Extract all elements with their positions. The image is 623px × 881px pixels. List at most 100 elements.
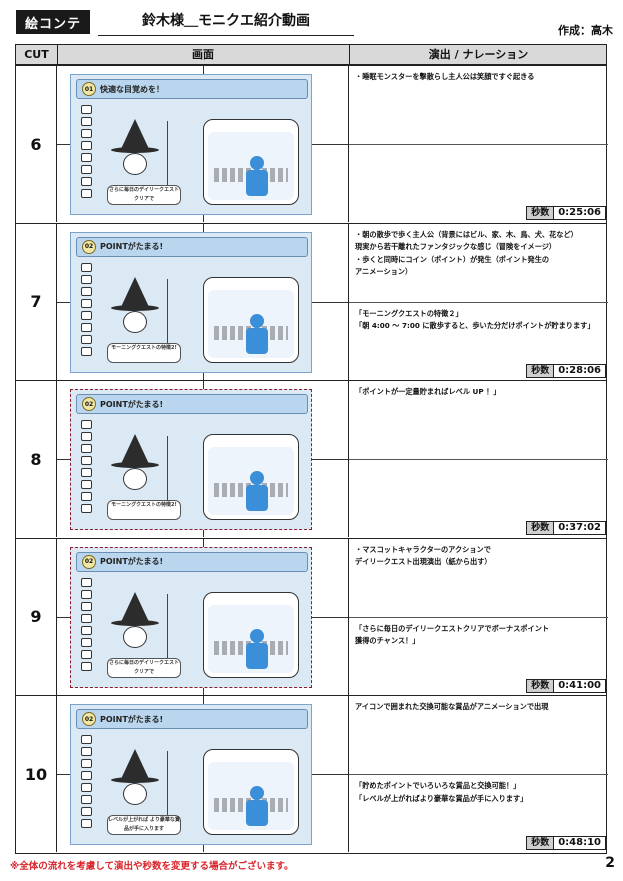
frame-title: POINTがたまる! xyxy=(100,714,164,724)
cut-number: 8 xyxy=(16,381,57,538)
narration-line: 「レベルが上がればより豪華な賞品が手に入ります」 xyxy=(355,793,528,803)
narration-text: 「さらに毎日のデイリークエストクリアでボーナスポイント獲得のチャンス！」 xyxy=(349,618,608,696)
duration-label: 秒数 xyxy=(526,521,555,536)
duration-value: 0:41:00 xyxy=(554,678,606,693)
frame-number-badge: 01 xyxy=(82,82,96,96)
frame-title: POINTがたまる! xyxy=(100,399,164,409)
direction-text: ・睡眠モンスターを撃散らし主人公は笑顔ですぐ起きる xyxy=(349,66,608,145)
direction-text: ・マスコットキャラクターのアクションでデイリークエスト出現演出（紙から出す） xyxy=(349,539,608,618)
person-body-icon xyxy=(246,642,268,669)
table-header: CUT 画面 演出 / ナレーション xyxy=(16,45,606,65)
mascot-hat-icon xyxy=(121,434,149,465)
frame-caption: レベルが上がれば より豪華な賞品が手に入ります xyxy=(107,815,181,836)
mascot-hat-icon xyxy=(121,591,149,622)
cut-number: 10 xyxy=(16,696,57,853)
direction-line: アイコンで囲まれた交換可能な賞品がアニメーションで出現 xyxy=(355,702,549,712)
frame-title-bar: 02 POINTがたまる! xyxy=(76,236,308,257)
direction-line: 「ポイントが一定量貯まればレベル UP ！」 xyxy=(355,387,501,397)
person-body-icon xyxy=(246,800,268,827)
mascot-cane-icon xyxy=(167,121,168,187)
storyboard-frame: 02 POINTがたまる! モーニングクエストの特徴2! xyxy=(70,231,312,373)
duration-box: 秒数 0:41:00 xyxy=(526,678,606,693)
person-body-icon xyxy=(246,327,268,354)
mascot-cane-icon xyxy=(167,593,168,660)
header-screen: 画面 xyxy=(192,48,214,61)
duration-box: 秒数 0:37:02 xyxy=(526,521,606,536)
menu-icon-column xyxy=(81,735,95,831)
direction-text: アイコンで囲まれた交換可能な賞品がアニメーションで出現 xyxy=(349,696,608,776)
narration-text: 「モーニングクエストの特徴２」「朝 4:00 ～ 7:00 に散歩すると、歩いた… xyxy=(349,303,608,381)
mascot-cane-icon xyxy=(167,278,168,345)
table-row: 8 02 POINTがたまる! モーニングクエストの特徴2! xyxy=(16,380,608,538)
storyboard-frame: 02 POINTがたまる! さらに毎日のデイリークエストクリアで xyxy=(70,546,312,688)
header-cut: CUT xyxy=(24,48,49,61)
direction-text: ・朝の散歩で歩く主人公（背景にはビル、家、木、鳥、犬、花など） 現実から若干離れた… xyxy=(349,224,608,303)
table-row: 9 02 POINTがたまる! さらに毎日のデイリークエストクリアで xyxy=(16,537,608,695)
duration-label: 秒数 xyxy=(526,363,555,378)
frame-number-badge: 02 xyxy=(82,397,96,412)
storyboard-frame: 02 POINTがたまる! レベルが上がれば より豪華な賞品が手に入ります xyxy=(70,704,312,846)
mascot-face-icon xyxy=(123,783,147,806)
direction-line: ・睡眠モンスターを撃散らし主人公は笑顔ですぐ起きる xyxy=(355,72,535,81)
duration-box: 秒数 0:25:06 xyxy=(526,206,606,220)
table-row: 6 01 快適な目覚めを！ さらに毎日のデイリークエストクリアで xyxy=(16,65,608,222)
screen-cell: 02 POINTがたまる! レベルが上がれば より豪華な賞品が手に入ります xyxy=(57,696,349,853)
person-body-icon xyxy=(246,485,268,512)
duration-box: 秒数 0:28:06 xyxy=(526,363,606,378)
mascot-face-icon xyxy=(123,625,147,648)
direction-line: 現実から若干離れたファンタジックな感じ（冒険をイメージ） xyxy=(355,242,557,252)
duration-label: 秒数 xyxy=(526,836,555,851)
phone-screen xyxy=(203,591,299,678)
direction-line: ・マスコットキャラクターのアクションで xyxy=(355,544,491,554)
storyboard-badge: 絵コンテ xyxy=(16,10,90,34)
direction-cell: ・マスコットキャラクターのアクションでデイリークエスト出現演出（紙から出す） 「… xyxy=(349,539,608,695)
storyboard-frame: 02 POINTがたまる! モーニングクエストの特徴2! xyxy=(70,389,312,531)
narration-text: 「貯めたポイントでいろいろな賞品と交換可能！」「レベルが上がればより豪華な賞品が… xyxy=(349,775,608,853)
cut-number: 9 xyxy=(16,538,57,695)
cut-number: 7 xyxy=(16,223,57,380)
person-head-icon xyxy=(250,628,264,643)
duration-box: 秒数 0:48:10 xyxy=(526,836,606,851)
menu-icon-column xyxy=(81,105,95,201)
narration-line: 「貯めたポイントでいろいろな賞品と交換可能！」 xyxy=(355,781,521,791)
frame-number-badge: 02 xyxy=(82,554,96,569)
phone-screen xyxy=(203,434,299,521)
direction-cell: ・朝の散歩で歩く主人公（背景にはビル、家、木、鳥、犬、花など） 現実から若干離れた… xyxy=(349,224,608,380)
duration-label: 秒数 xyxy=(526,678,555,693)
direction-line: ・歩くと同時にコイン（ポイント）が発生（ポイント発生の xyxy=(355,254,550,264)
narration-line: 「朝 4:00 ～ 7:00 に散歩すると、歩いた分だけポイントが貯まります」 xyxy=(355,321,595,331)
storyboard-table: CUT 画面 演出 / ナレーション 6 01 快適な目覚めを！ さらに毎日のデ… xyxy=(15,44,608,854)
mascot-face-icon xyxy=(123,153,147,175)
duration-value: 0:37:02 xyxy=(554,521,606,536)
screen-cell: 02 POINTがたまる! モーニングクエストの特徴2! xyxy=(57,381,349,538)
direction-cell: ・睡眠モンスターを撃散らし主人公は笑顔ですぐ起きる 秒数 0:25:06 xyxy=(349,66,608,222)
duration-label: 秒数 xyxy=(526,206,555,220)
frame-title: POINTがたまる! xyxy=(100,242,164,252)
duration-value: 0:28:06 xyxy=(554,363,606,378)
screen-cell: 02 POINTがたまる! モーニングクエストの特徴2! xyxy=(57,223,349,380)
direction-line: アニメーション） xyxy=(355,267,413,277)
frame-number-badge: 02 xyxy=(82,712,96,727)
direction-text: 「ポイントが一定量貯まればレベル UP ！」 xyxy=(349,381,608,461)
direction-line: デイリークエスト出現演出（紙から出す） xyxy=(355,557,492,567)
mascot-hat-icon xyxy=(121,119,149,149)
table-row: 10 02 POINTがたまる! レベルが上がれば より豪華な賞品が手に入ります xyxy=(16,695,608,853)
cut-number: 6 xyxy=(16,66,57,222)
frame-title: POINTがたまる! xyxy=(100,557,164,567)
frame-title-bar: 02 POINTがたまる! xyxy=(76,551,308,572)
frame-title: 快適な目覚めを！ xyxy=(100,84,164,94)
mascot-hat-icon xyxy=(121,276,149,307)
duration-value: 0:25:06 xyxy=(554,206,606,220)
narration-line: 「モーニングクエストの特徴２」 xyxy=(355,308,463,318)
phone-screen xyxy=(203,276,299,363)
mascot-cane-icon xyxy=(167,751,168,818)
direction-line: ・朝の散歩で歩く主人公（背景にはビル、家、木、鳥、犬、花など） xyxy=(355,229,578,239)
frame-title-bar: 02 POINTがたまる! xyxy=(76,709,308,730)
duration-value: 0:48:10 xyxy=(554,836,606,851)
person-head-icon xyxy=(250,156,264,170)
frame-caption: さらに毎日のデイリークエストクリアで xyxy=(107,185,181,205)
phone-screen xyxy=(203,749,299,836)
person-head-icon xyxy=(250,313,264,328)
menu-icon-column xyxy=(81,420,95,516)
mascot-face-icon xyxy=(123,468,147,491)
